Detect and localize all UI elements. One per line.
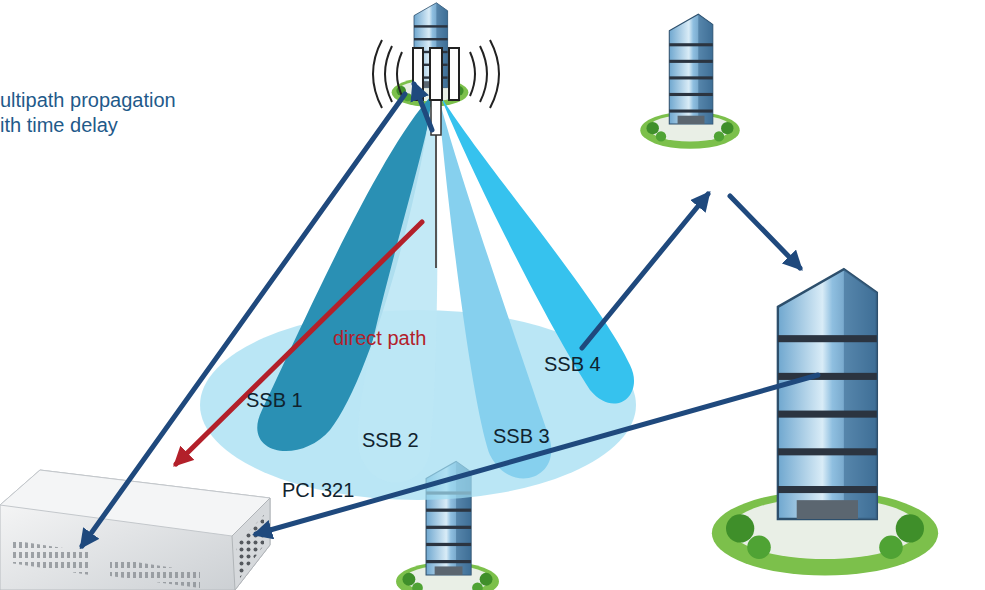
beam-label: SSB 3 [493,424,550,449]
path-label: direct path [333,326,426,351]
beam-label: SSB 1 [246,388,303,413]
beam-label: SSB 4 [544,352,601,377]
beam-label: SSB 2 [362,428,419,453]
path-arrow [582,194,708,348]
propagation-paths [82,84,818,546]
building-top [392,3,469,107]
beam-ssb4 [440,95,634,404]
building-right-top [640,14,739,149]
antenna [373,40,499,268]
building-right-bottom [712,269,938,575]
cell-id-label: PCI 321 [282,478,354,503]
path-arrow [730,196,800,268]
scanner-device [0,470,270,590]
path-arrow [414,84,432,130]
path-arrow [82,94,405,546]
note-text: ultipath propagation ith time delay [0,88,200,138]
beam-ssb2 [358,95,437,483]
path-arrow [256,375,818,534]
